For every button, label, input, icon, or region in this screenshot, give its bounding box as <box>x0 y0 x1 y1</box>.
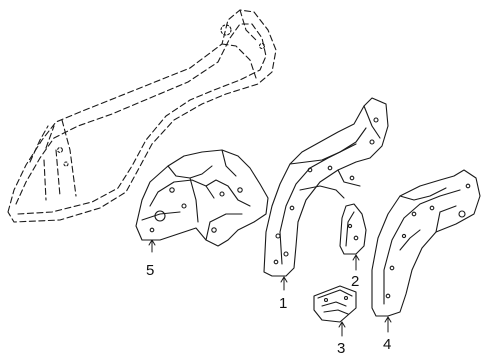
part-1-wheelhouse-outer <box>263 97 389 277</box>
callout-5: 5 <box>146 262 154 279</box>
arrowhead-2 <box>352 254 360 261</box>
arrowhead-5 <box>148 239 156 246</box>
callout-4: 4 <box>383 336 391 353</box>
arrowhead-4 <box>384 316 392 323</box>
callout-3: 3 <box>337 340 345 357</box>
part-4-inner-panel-extension <box>371 169 481 317</box>
callout-labels: 5 1 2 3 4 <box>146 262 391 357</box>
arrowhead-1 <box>280 276 288 283</box>
callout-1: 1 <box>279 295 287 312</box>
part-5-wheelhouse-inner <box>135 149 269 247</box>
part-2-bracket <box>339 203 367 255</box>
callout-2: 2 <box>351 273 359 290</box>
part-3-mounting-plate <box>313 285 357 323</box>
leader-lines <box>148 239 392 337</box>
quarter-panel-holes <box>57 24 266 167</box>
arrowhead-3 <box>338 321 346 328</box>
quarter-panel-outline <box>7 9 277 223</box>
